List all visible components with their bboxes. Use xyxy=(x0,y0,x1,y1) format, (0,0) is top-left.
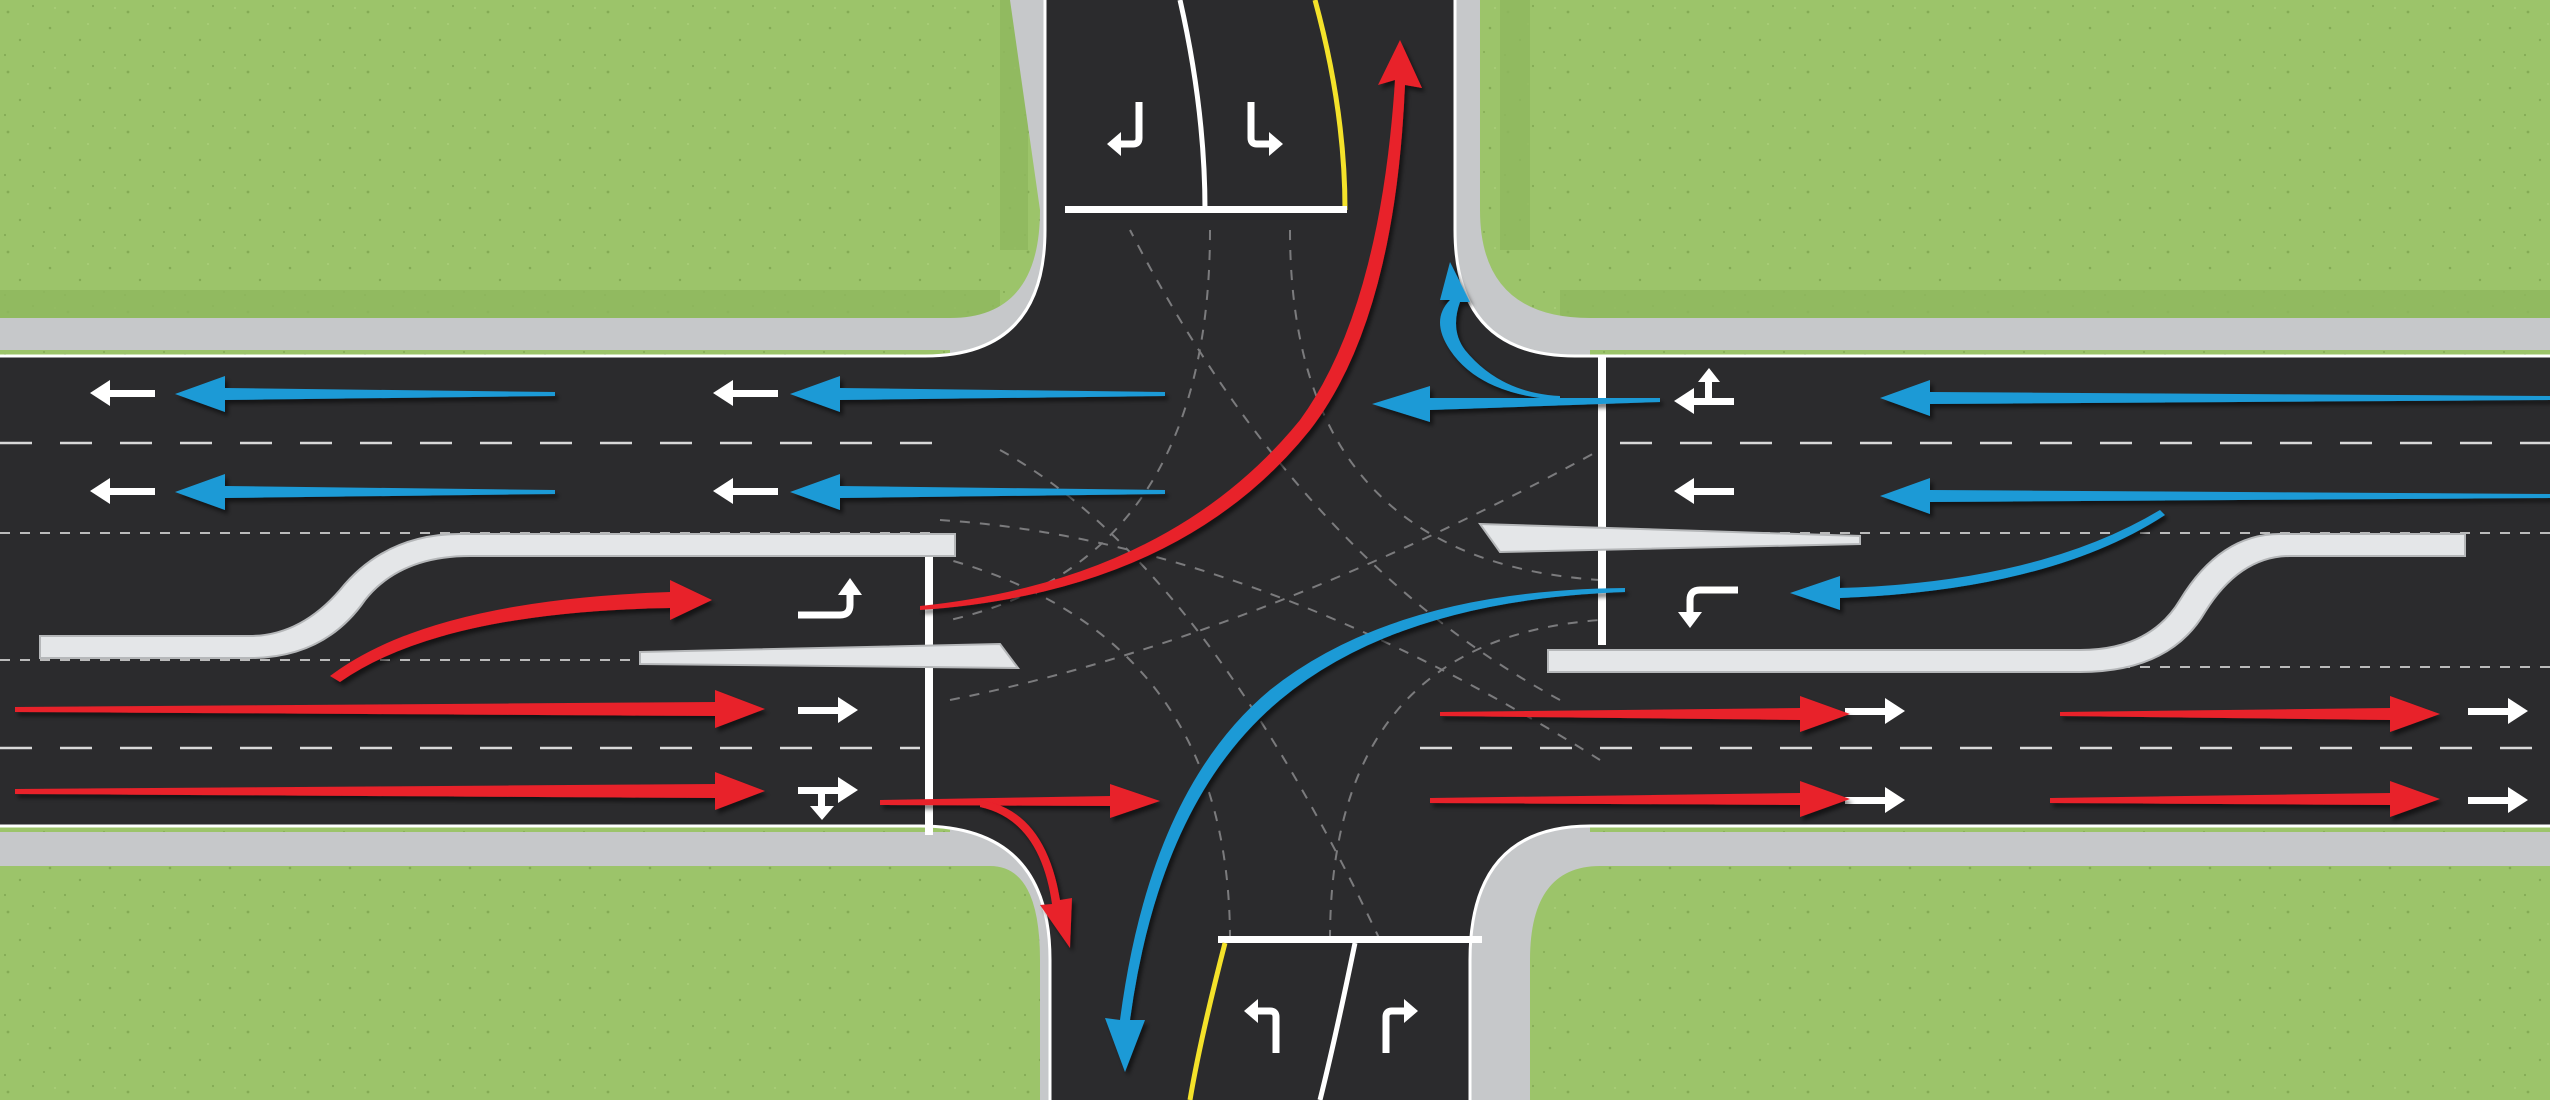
westbound-through-1 xyxy=(175,376,555,412)
eastbound-through-top xyxy=(15,690,765,728)
east-left-arrow-icon xyxy=(1678,586,1738,628)
east-eb-arrow-icon xyxy=(1845,698,2528,813)
east-stop-bar xyxy=(1598,355,1606,645)
west-uturn-arrow-icon xyxy=(798,578,862,619)
eastbound-right-turn-south xyxy=(880,784,1160,818)
east-through-red-1 xyxy=(1440,696,1850,732)
west-through-arrow-icon xyxy=(798,697,858,723)
westbound-through-4 xyxy=(790,474,1165,510)
eastbound-right-turn-south-curve xyxy=(980,800,1072,948)
west-wb-arrow-icon xyxy=(90,380,778,504)
east-through-red-4 xyxy=(2050,781,2440,817)
west-through-right-arrow-icon xyxy=(798,777,858,820)
eastbound-through-bottom xyxy=(15,772,765,810)
westbound-right-turn-north xyxy=(1440,262,1560,400)
blue-flow-arrows xyxy=(175,262,2550,1072)
south-approach-lines xyxy=(1187,936,1482,1100)
south-approach-right-arrow-icon xyxy=(1382,999,1418,1053)
east-through-red-2 xyxy=(1430,781,1850,817)
red-flow-arrows xyxy=(15,40,2440,948)
eastbound-u-turn xyxy=(330,580,712,682)
east-through-left-arrow-icon xyxy=(1674,368,1734,414)
conflict-paths xyxy=(939,229,1601,941)
westbound-through xyxy=(1372,386,1660,422)
west-stop-bar xyxy=(925,555,933,835)
westbound-through-east-1 xyxy=(1880,380,2550,416)
south-approach-left-arrow-icon xyxy=(1244,999,1280,1053)
north-approach-lines xyxy=(1065,0,1348,213)
medians xyxy=(39,522,2466,673)
east-through-arrow-icon xyxy=(1674,478,1734,504)
westbound-through-3 xyxy=(790,376,1165,412)
east-through-red-3 xyxy=(2060,696,2440,732)
north-approach-right-arrow-icon xyxy=(1247,102,1283,156)
westbound-through-east-2 xyxy=(1880,478,2550,514)
westbound-through-2 xyxy=(175,474,555,510)
westbound-u-turn xyxy=(1790,510,2165,610)
lane-dashes xyxy=(0,441,2550,750)
north-approach-left-arrow-icon xyxy=(1107,102,1143,156)
